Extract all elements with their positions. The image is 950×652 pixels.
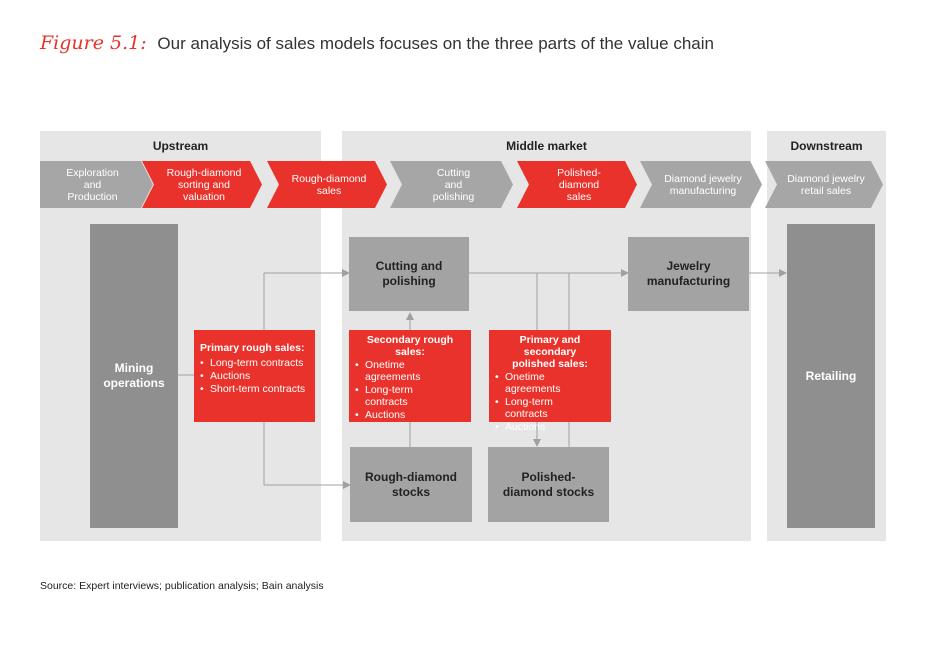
retailing-label: Retailing [805,368,857,383]
retailing-box: Retailing [787,224,875,528]
polished-diamond-stocks-label: Polished- diamond stocks [502,469,595,499]
figure-label: Figure 5.1: [40,32,147,54]
secondary-rough-sales-list: Onetime agreements Long-term contracts A… [355,359,465,421]
cutting-polishing-box: Cutting and polishing [349,237,469,311]
list-item: Onetime agreements [355,359,465,383]
primary-rough-sales-title: Primary rough sales: [200,342,305,354]
list-item: Auctions [200,370,309,382]
upstream-heading: Upstream [152,139,209,153]
chevron-label-6: Diamond jewelry manufacturing [664,172,742,197]
rough-diamond-stocks-box: Rough-diamond stocks [350,447,472,522]
list-item: Long-term contracts [355,384,465,408]
chevron-4 [390,161,513,208]
jewelry-manufacturing-label: Jewelry manufacturing [646,259,731,288]
downstream-heading: Downstream [790,139,863,153]
chevron-label-2: Rough-diamond sorting and valuation [166,166,242,203]
list-item: Auctions [355,409,465,421]
polished-sales-title: Primary and secondary polished sales: [512,334,588,370]
jewelry-manufacturing-box: Jewelry manufacturing [628,237,749,311]
secondary-rough-sales-title: Secondary rough sales: [366,334,454,358]
list-item: Onetime agreements [495,371,605,395]
primary-rough-sales-list: Long-term contracts Auctions Short-term … [200,357,309,395]
chevron-label-3: Rough-diamond sales [291,172,367,197]
chevron-label-5: Polished- diamond sales [557,166,601,203]
list-item: Long-term contracts [200,357,309,369]
polished-sales-list: Onetime agreements Long-term contracts A… [495,371,605,433]
chevron-5 [517,161,637,208]
chevron-6 [640,161,762,208]
chevron-row [40,161,883,208]
figure-title: Figure 5.1: Our analysis of sales models… [40,32,714,54]
source-note: Source: Expert interviews; publication a… [40,580,324,592]
chevron-1 [40,161,153,208]
list-item: Short-term contracts [200,383,309,395]
chevron-2 [142,161,262,208]
chevron-7 [765,161,883,208]
middle-market-heading: Middle market [506,139,587,153]
polished-diamond-stocks-box: Polished- diamond stocks [488,447,609,522]
chevron-label-7: Diamond jewelry retail sales [787,172,865,197]
mining-operations-box: Mining operations [90,224,178,528]
mining-operations-label: Mining operations [103,361,165,390]
chevron-label-1: Exploration and Production [66,166,119,203]
cutting-polishing-label: Cutting and polishing [375,259,443,288]
chevron-label-4: Cutting and polishing [432,166,475,203]
rough-diamond-stocks-label: Rough-diamond stocks [365,469,457,499]
figure-title-text: Our analysis of sales models focuses on … [157,34,714,53]
primary-rough-sales-box: Primary rough sales: Long-term contracts… [194,330,315,422]
list-item: Long-term contracts [495,396,605,420]
polished-sales-box: Primary and secondary polished sales: On… [489,330,611,433]
secondary-rough-sales-box: Secondary rough sales: Onetime agreement… [349,330,471,422]
chevron-3 [267,161,387,208]
list-item: Auctions [495,421,605,433]
